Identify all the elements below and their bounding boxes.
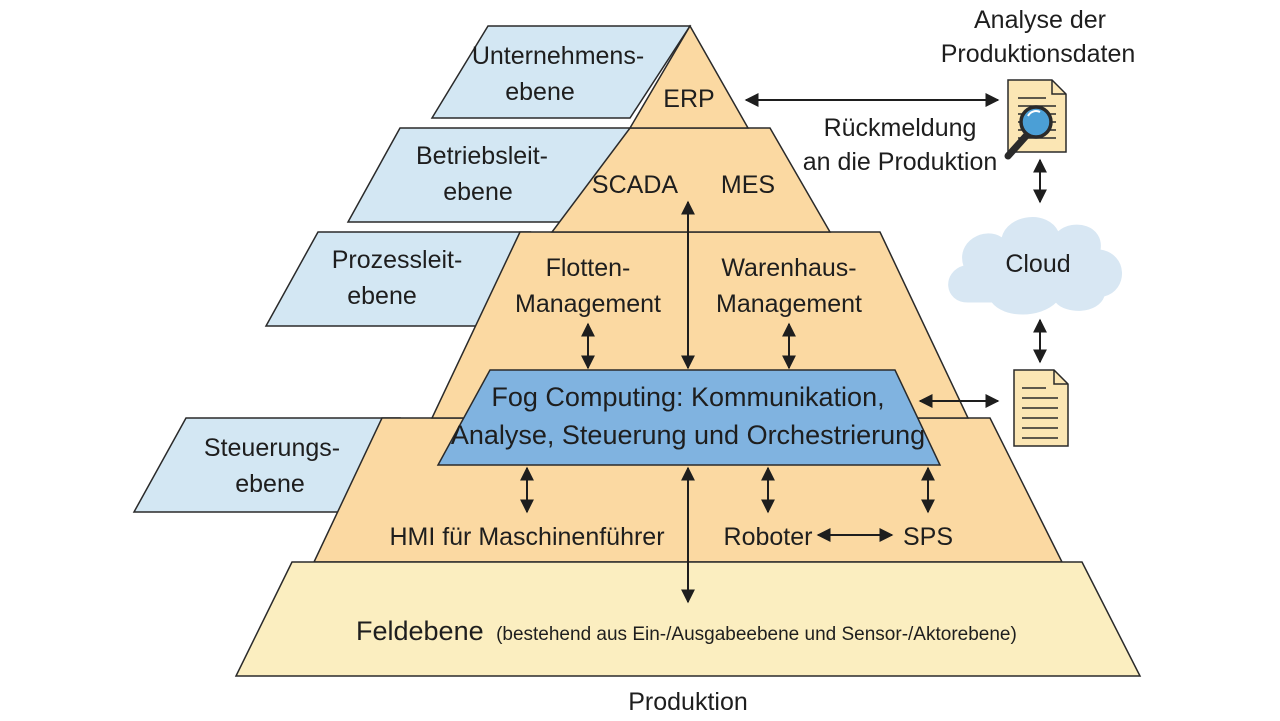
analyse-line1: Analyse der (974, 6, 1106, 34)
level-prozessleit: Prozessleit- ebene (264, 231, 532, 327)
level-unternehmen-line1: Unternehmens- (472, 42, 644, 70)
level-prozessleit-line1: Prozessleit- (332, 246, 463, 274)
level-unternehmen-line2: ebene (505, 78, 575, 106)
sps-label: SPS (903, 523, 953, 551)
level-steuerung: Steuerungs- ebene (132, 417, 401, 513)
tier-erp (628, 24, 750, 129)
magnifier-document-icon (1004, 79, 1067, 160)
roboter-label: Roboter (724, 523, 813, 551)
rueckmeldung-line2: an die Produktion (803, 148, 998, 176)
fog-computing-box: Fog Computing: Kommunikation, Analyse, S… (436, 369, 942, 466)
mes-label: MES (721, 171, 775, 199)
cloud-label: Cloud (1005, 250, 1070, 278)
level-betriebsleit: Betriebsleit- ebene (346, 127, 632, 223)
feldebene-note: (bestehend aus Ein-/Ausgabeebene und Sen… (496, 624, 1017, 645)
footer-produktion: Produktion (628, 688, 748, 716)
svg-text:Feldebene (bestehend aus: Feldebene (bestehend aus Ein-/Ausgabeebe… (356, 616, 1017, 646)
level-unternehmen: Unternehmens- ebene (430, 25, 692, 119)
level-betriebsleit-line2: ebene (443, 178, 513, 206)
feldebene-label: Feldebene (356, 616, 484, 646)
fog-line1: Fog Computing: Kommunikation, (491, 382, 884, 412)
warenhaus-line1: Warenhaus- (721, 254, 856, 282)
level-steuerung-line2: ebene (235, 470, 305, 498)
rueckmeldung-line1: Rückmeldung (824, 114, 977, 142)
hmi-label: HMI für Maschinenführer (389, 523, 664, 551)
document-icon (1013, 369, 1069, 447)
cloud-icon: Cloud (948, 217, 1122, 315)
analyse-line2: Produktionsdaten (941, 40, 1136, 68)
level-steuerung-line1: Steuerungs- (204, 434, 340, 462)
warenhaus-line2: Management (716, 290, 862, 318)
flotten-line1: Flotten- (546, 254, 631, 282)
level-prozessleit-line2: ebene (347, 282, 417, 310)
level-betriebsleit-line1: Betriebsleit- (416, 142, 548, 170)
fog-line2: Analyse, Steuerung und Orchestrierung (451, 420, 925, 450)
tier-feldebene: Feldebene (bestehend aus Ein-/Ausgabeebe… (234, 561, 1142, 677)
flotten-line2: Management (515, 290, 661, 318)
scada-label: SCADA (592, 171, 678, 199)
erp-label: ERP (663, 85, 714, 113)
